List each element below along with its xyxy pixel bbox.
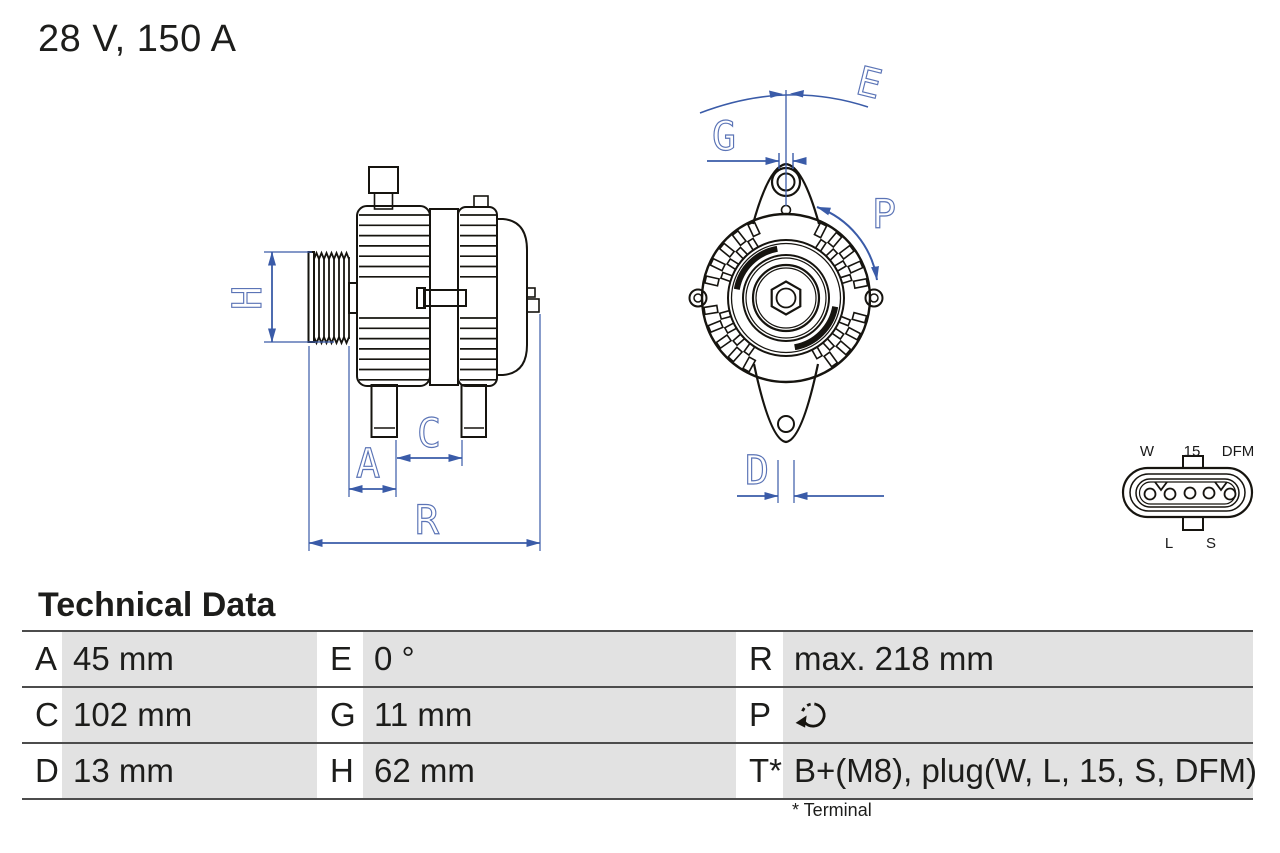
- dim-label-r: R: [415, 498, 440, 544]
- pin-dfm: [1223, 487, 1237, 501]
- fan-arc-upper-left: [733, 245, 778, 290]
- p-rotation-arrow: [816, 206, 879, 281]
- top-rear-tab: [473, 195, 489, 208]
- fan-arc-lower-right: [794, 306, 839, 351]
- terminal-footnote: * Terminal: [792, 800, 872, 820]
- param-value: B+(M8), plug(W, L, 15, S, DFM): [783, 744, 1257, 798]
- pin-w: [1143, 487, 1157, 501]
- technical-data-heading: Technical Data: [38, 586, 276, 624]
- right-ear: [864, 288, 884, 308]
- param-letter: E: [317, 632, 363, 686]
- g-ticks: [778, 153, 794, 169]
- pin-label-s: S: [1206, 535, 1216, 552]
- connector-labels: W 15 DFM L S: [1140, 443, 1254, 552]
- cooling-fins: [359, 214, 496, 381]
- pin-s: [1202, 486, 1216, 500]
- param-value: 11 mm: [363, 688, 736, 742]
- page-title: 28 V, 150 A: [38, 18, 237, 60]
- param-value: 0 °: [363, 632, 736, 686]
- param-letter: D: [22, 744, 62, 798]
- param-letter: A: [22, 632, 62, 686]
- param-letter: G: [317, 688, 363, 742]
- connector-top-tab: [1182, 455, 1204, 468]
- param-value: 102 mm: [62, 688, 317, 742]
- d-extension-lines: [777, 460, 795, 503]
- shaft-spacer: [348, 282, 358, 314]
- param-letter: R: [736, 632, 783, 686]
- e-angle-arc: [699, 94, 869, 114]
- dim-label-d: D: [745, 448, 769, 494]
- terminal-stub-upper: [526, 287, 536, 298]
- connector-bottom-tab: [1182, 517, 1204, 531]
- e-arrow-right: [790, 90, 804, 98]
- param-value: max. 218 mm: [783, 632, 1253, 686]
- rotation-direction-icon: [795, 702, 826, 728]
- right-ear-hole: [869, 293, 879, 303]
- dim-label-c: C: [417, 411, 441, 457]
- through-bolt-head: [416, 287, 426, 309]
- pin-label-l: L: [1165, 535, 1173, 552]
- param-letter: H: [317, 744, 363, 798]
- param-value: [783, 688, 1253, 742]
- pulley: [313, 250, 350, 346]
- shaft-hex-nut: [770, 280, 802, 316]
- rear-cover: [497, 218, 528, 376]
- stator-band: [429, 208, 459, 386]
- pin-label-w: W: [1140, 443, 1155, 460]
- side-view-dimensions: [264, 251, 541, 551]
- bottom-ear-hole: [777, 415, 795, 433]
- pin-label-dfm: DFM: [1222, 443, 1255, 460]
- pin-15: [1183, 486, 1197, 500]
- bottom-lug-front: [370, 384, 398, 438]
- bottom-lug-rear: [460, 384, 487, 438]
- dim-label-g: G: [712, 114, 736, 160]
- terminal-stub-lower: [526, 298, 540, 313]
- front-view-dimensions: [699, 90, 884, 503]
- dim-label-p: P: [872, 192, 896, 238]
- connector-outline: [1121, 466, 1254, 519]
- technical-drawing: H A C R E G P D W 15 DFM L S: [224, 58, 1254, 552]
- pin-l: [1163, 487, 1177, 501]
- param-value: 13 mm: [62, 744, 317, 798]
- table-row: A 45 mm E 0 ° R max. 218 mm: [22, 632, 1253, 688]
- connector-drawing: [1121, 455, 1254, 531]
- param-letter: T*: [736, 744, 783, 798]
- table-row: D 13 mm H 62 mm T* B+(M8), plug(W, L, 15…: [22, 744, 1257, 800]
- dim-label-e: E: [852, 58, 887, 108]
- dim-label-h: H: [225, 286, 271, 310]
- left-ear-hole: [693, 293, 703, 303]
- pin-label-15: 15: [1184, 443, 1201, 460]
- top-mounting-lug: [373, 192, 394, 210]
- param-value: 62 mm: [363, 744, 736, 798]
- bottom-ear: [752, 363, 820, 444]
- dim-label-a: A: [356, 441, 380, 487]
- r-extension-lines: [308, 314, 541, 551]
- e-arrow-left: [769, 90, 783, 98]
- table-row: C 102 mm G 11 mm P: [22, 688, 1253, 744]
- param-letter: P: [736, 688, 783, 742]
- side-view-drawing: [307, 166, 540, 438]
- param-letter: C: [22, 688, 62, 742]
- left-ear: [688, 288, 708, 308]
- technical-data-table: A 45 mm E 0 ° R max. 218 mm C 102 mm G 1…: [22, 630, 1257, 800]
- top-mounting-lug-cap: [368, 166, 399, 194]
- param-value: 45 mm: [62, 632, 317, 686]
- keying-notches: [1154, 481, 1228, 492]
- shaft-center: [775, 287, 797, 309]
